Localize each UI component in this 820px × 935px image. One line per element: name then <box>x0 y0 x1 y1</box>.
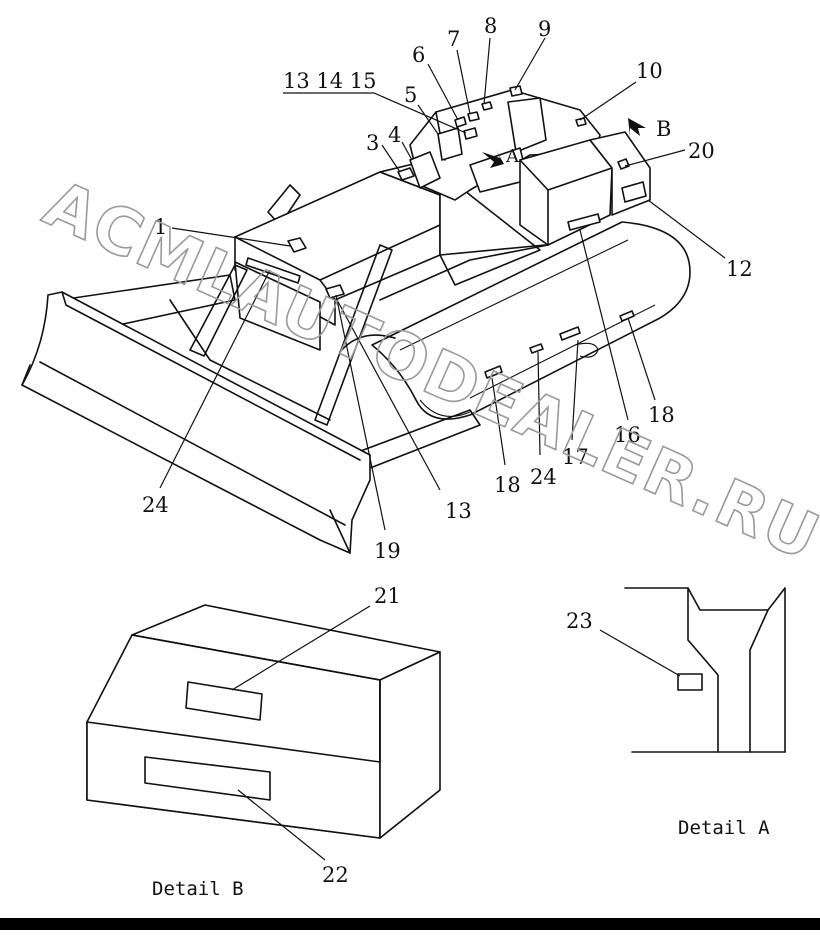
callout-8: 8 <box>484 14 497 38</box>
arrow-b-label: B <box>656 117 671 141</box>
crawler-track <box>339 221 691 420</box>
detail-b-caption: Detail B <box>152 878 244 900</box>
callout-labels: 1 3 4 5 6 7 8 9 10 12 13 14 15 13 16 17 … <box>142 14 753 887</box>
callout-1: 1 <box>154 215 167 239</box>
detail-b-drawing <box>86 604 441 861</box>
detail-a-drawing <box>599 587 786 753</box>
callout-18-bottom: 18 <box>494 473 521 497</box>
arrow-a-label: A <box>505 146 520 167</box>
push-frame <box>59 184 481 471</box>
leader-lines <box>159 37 726 531</box>
callout-3: 3 <box>366 131 379 155</box>
callout-23: 23 <box>566 609 593 633</box>
bottom-border <box>0 918 820 930</box>
bulldozer-drawing <box>21 37 726 554</box>
callout-13-14-15: 13 14 15 <box>283 69 377 93</box>
callout-6: 6 <box>412 43 425 67</box>
detail-a-caption: Detail A <box>678 817 770 839</box>
callout-4: 4 <box>388 123 401 147</box>
detail-captions: Detail B Detail A <box>152 817 770 900</box>
callout-10: 10 <box>636 59 663 83</box>
callout-5: 5 <box>404 83 417 107</box>
callout-18-right: 18 <box>648 403 675 427</box>
view-arrows <box>482 118 646 168</box>
callout-20: 20 <box>688 139 715 163</box>
cab-frame <box>397 85 601 201</box>
callout-24-left: 24 <box>142 493 169 517</box>
dozer-blade <box>21 291 371 554</box>
rear-tank <box>519 117 651 246</box>
arrow-b-icon <box>628 118 646 136</box>
callout-16: 16 <box>614 423 641 447</box>
lift-cylinders <box>189 244 393 426</box>
callout-22: 22 <box>322 863 349 887</box>
track-decals <box>484 310 635 379</box>
callout-17: 17 <box>562 445 589 469</box>
arrow-a-icon <box>482 150 504 168</box>
callout-21: 21 <box>374 584 401 608</box>
callout-19: 19 <box>374 539 401 563</box>
callout-9: 9 <box>538 17 551 41</box>
callout-7: 7 <box>447 27 460 51</box>
callout-12: 12 <box>726 257 753 281</box>
callout-13: 13 <box>445 499 472 523</box>
callout-24-center: 24 <box>530 465 557 489</box>
